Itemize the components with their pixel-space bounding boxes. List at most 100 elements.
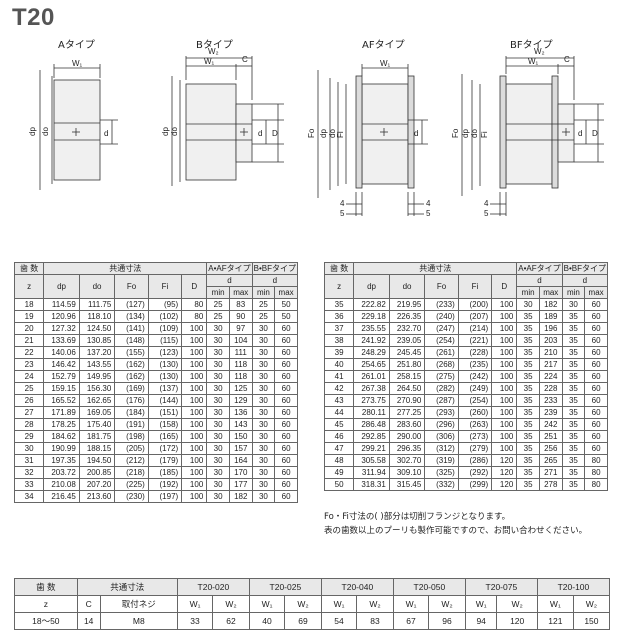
table-cell: 18 [13,298,45,311]
table-cell: (130) [147,358,183,371]
header-max-b: max [584,286,608,299]
table-cell: 242 [538,418,563,431]
table-cell: 36 [323,310,355,323]
table-cell: 30 [251,454,276,467]
table-cell: 114.59 [43,298,80,311]
table-cell: 30 [206,478,230,491]
table-cell: 130.85 [78,334,116,347]
table-cell: 229.18 [353,310,390,323]
table-cell: (292) [457,466,493,479]
table-cell: 19 [13,310,45,323]
dimension-table-right: 歯 数 共通寸法 A•AFタイプ B•BFタイプ z dp do Fo Fi D… [323,262,609,491]
table-cell: 100 [181,322,208,335]
table-cell: (254) [424,334,459,347]
table-cell: 200.85 [78,466,116,479]
label-w2-b: W₂ [208,47,219,56]
table-cell: 143 [228,418,253,431]
table-cell: 30 [206,358,230,371]
header-teeth: 歯 数 [13,262,45,275]
table-cell: 120 [491,454,518,467]
label-do-bf: do [470,129,479,138]
bottom-cell-value: 83 [356,612,394,630]
table-cell: 30 [251,442,276,455]
table-cell: 60 [274,394,298,407]
table-cell: 22 [13,346,45,359]
label-d-a: d [104,129,108,138]
table-cell: (137) [147,382,183,395]
table-cell: 100 [181,334,208,347]
table-cell: 286.48 [353,418,390,431]
table-cell: 35 [516,382,540,395]
table-cell: 60 [274,478,298,491]
table-cell: 100 [491,346,518,359]
table-cell: (165) [147,430,183,443]
header-min-a: min [206,286,230,299]
table-cell: 165.52 [43,394,80,407]
table-cell: (293) [424,406,459,419]
table-cell: 100 [181,430,208,443]
table-cell: 30 [516,298,540,311]
table-cell: 118.10 [78,310,116,323]
table-cell: 100 [491,430,518,443]
table-cell: 100 [181,478,208,491]
table-cell: (115) [147,334,183,347]
bottom-header-model-6: T20-100 [536,578,611,596]
table-cell: 30 [251,466,276,479]
bottom-sub-w1: W₁ [176,595,214,613]
table-cell: 35 [561,370,586,383]
table-cell: 256 [538,442,563,455]
bottom-sub-screw: 取付ネジ [99,595,178,613]
table-cell: 100 [181,406,208,419]
header-common: 共通寸法 [353,262,518,275]
table-cell: 100 [181,358,208,371]
table-cell: 26 [13,394,45,407]
width-table: 歯 数 共通寸法 T20-020 T20-025 T20-040 T20-050… [14,578,611,630]
table-cell: 120.96 [43,310,80,323]
table-cell: 35 [516,358,540,371]
bottom-header-teeth: 歯 数 [14,578,78,596]
table-cell: 273.75 [353,394,390,407]
table-cell: 162.65 [78,394,116,407]
table-cell: 171.89 [43,406,80,419]
table-cell: 37 [323,322,355,335]
table-cell: 83 [228,298,253,311]
table-cell: 60 [274,466,298,479]
table-cell: 111 [228,346,253,359]
header-teeth: 歯 数 [323,262,355,275]
table-cell: 182 [228,490,253,503]
table-cell: 100 [181,394,208,407]
header-d-a: d [206,274,253,287]
table-cell: 159.15 [43,382,80,395]
table-cell: 30 [206,334,230,347]
table-cell: (192) [147,478,183,491]
table-cell: (212) [114,454,149,467]
table-cell: (242) [457,370,493,383]
table-cell: 226.35 [388,310,426,323]
table-cell: 292.85 [353,430,390,443]
table-cell: 60 [274,418,298,431]
table-cell: 100 [181,442,208,455]
table-cell: 203 [538,334,563,347]
table-cell: (228) [457,346,493,359]
label-dp-b: dp [161,127,170,136]
table-cell: 150 [228,430,253,443]
table-cell: 270.90 [388,394,426,407]
table-cell: 100 [181,490,208,503]
table-cell: (172) [147,442,183,455]
table-cell: 97 [228,322,253,335]
table-cell: 129 [228,394,253,407]
table-cell: 216.45 [43,490,80,503]
table-cell: 29 [13,430,45,443]
table-cell: (254) [457,394,493,407]
table-cell: (130) [147,370,183,383]
table-cell: 30 [206,346,230,359]
table-cell: 30 [251,478,276,491]
table-cell: 118 [228,370,253,383]
